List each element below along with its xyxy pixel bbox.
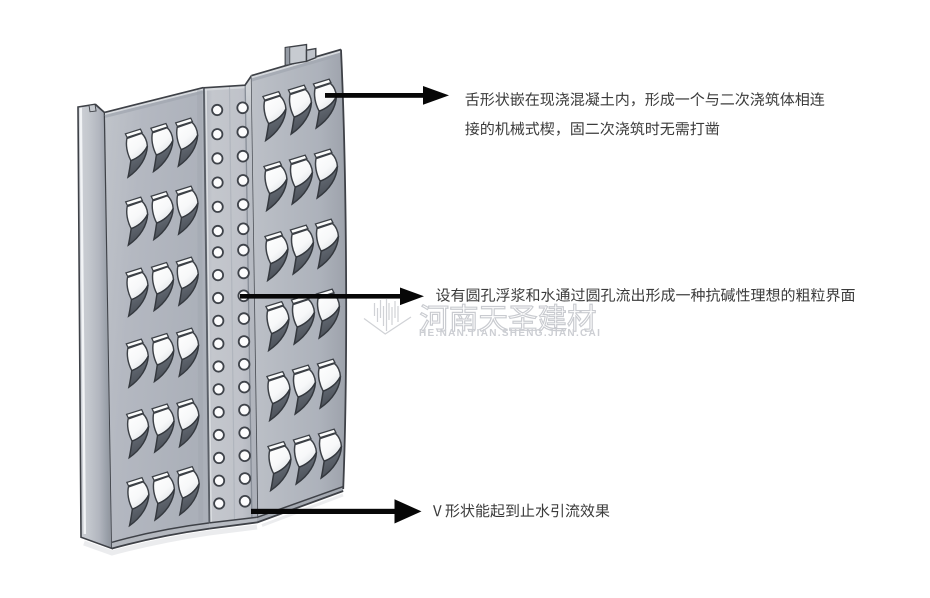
svg-text:HE.NAN.TIAN.SHENG.JIAN.CAI: HE.NAN.TIAN.SHENG.JIAN.CAI	[419, 328, 601, 339]
